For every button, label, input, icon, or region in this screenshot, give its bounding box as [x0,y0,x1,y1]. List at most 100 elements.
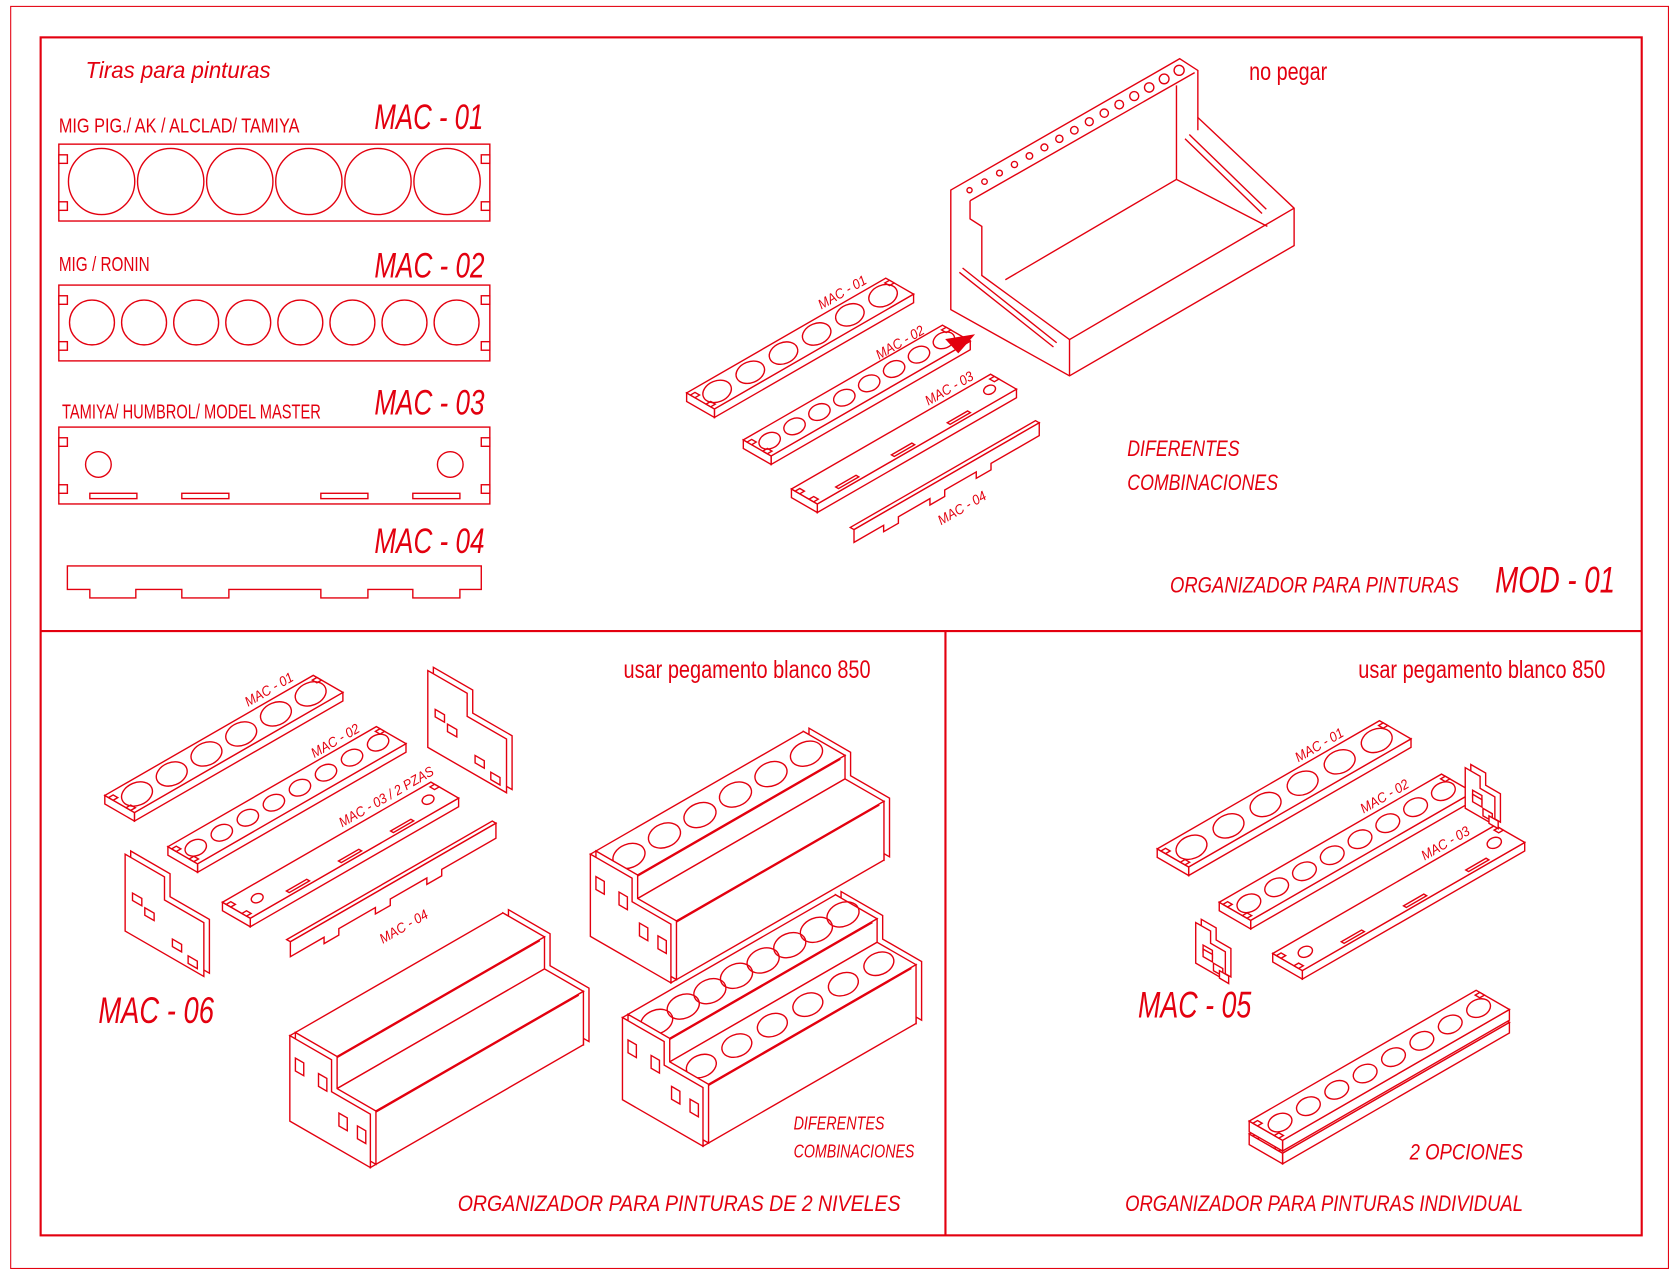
tab-notch [374,727,386,735]
paint-hole [172,299,220,346]
panel-slot [131,891,143,908]
paint-hole [1437,1014,1463,1035]
plate-face [853,421,1040,544]
tray-hole [1010,160,1019,169]
paint-hole [746,947,780,974]
slot [1464,857,1491,873]
paint-hole [340,748,364,767]
paint-hole [421,794,435,806]
tray-side-edge [969,200,1295,341]
panel-slot [1488,814,1499,830]
paint-hole [758,431,782,450]
paint-hole [288,778,312,797]
panel-slot [171,937,183,954]
paint-hole [1286,770,1319,797]
tab-notch [1272,1132,1285,1139]
individual-strip-mac01 [1155,719,1413,877]
two-level-combinations-line1: DIFERENTES [794,1114,885,1134]
rack-panel-slot [638,921,649,942]
strip-top-face [1271,824,1527,972]
rack-panel-slot [338,1111,348,1132]
rack-shelf-edge [326,940,541,1065]
two-options-label: 2 OPCIONES [1409,1140,1523,1165]
paint-hole [329,299,376,346]
paint-hole [982,384,997,396]
plate-face [289,822,497,958]
tab-notch [480,340,491,351]
panel-slot [1202,947,1214,964]
tab-notch [793,487,806,495]
rack-shelf-edge [665,804,880,929]
paint-hole [783,417,806,436]
rack-panel-slot [650,1054,661,1075]
mod01-combinations-line2: COMBINACIONES [1127,470,1278,495]
slot [89,492,138,500]
tab-notch [480,154,491,165]
tray-hole [981,178,988,186]
strip-top-face [1155,719,1413,868]
paint-hole [768,341,799,365]
paint-hole [210,823,234,842]
paint-hole [1264,877,1290,898]
mod01-plate-mac04 [848,419,1041,544]
tab-notch [480,295,491,305]
mod01-strip-mac02 [741,324,972,466]
paint-hole [436,450,464,478]
paint-hole [799,916,834,944]
tab-notch [1241,912,1254,920]
paint-hole [647,822,682,849]
paint-hole [1375,813,1401,834]
slot [945,410,972,426]
paint-hole [1409,1030,1435,1051]
tray-hole [1114,99,1125,110]
mod01-combinations-line1: DIFERENTES [1127,436,1239,461]
tab-notch [988,375,1001,383]
paint-hole [250,892,264,904]
mac04-outline [66,565,482,599]
tray-hole [1025,151,1034,160]
paint-hole [868,283,898,308]
rack-left-panel [621,1016,704,1148]
rack-panel-slot [317,1072,328,1093]
strip-top-face [1247,989,1511,1142]
tab-notch [58,295,69,305]
paint-hole [666,993,700,1020]
paint-hole [413,147,481,216]
rack-panel-slot [627,1038,638,1059]
tab-notch [1159,847,1172,855]
tray-slot-right [1184,134,1267,215]
slot [320,492,369,500]
paint-hole [433,299,480,346]
mac03-brands: TAMIYA/ HUMBROL/ MODEL MASTER [62,402,321,424]
tab-notch [58,201,69,212]
paint-hole [1249,791,1282,818]
two-level-strip-mac02 [166,725,408,874]
paint-hole [366,733,390,752]
paint-hole [136,147,205,216]
paint-hole [683,801,717,829]
panel-face [124,852,205,978]
paint-hole [1347,829,1373,850]
paint-hole [693,977,727,1005]
strip-top-face [741,324,972,457]
tray-hole [1040,143,1049,152]
drawing-artwork [58,57,1527,1169]
paint-hole [1403,797,1429,818]
tray-hole [1129,90,1140,102]
strip-top-face [166,725,408,865]
paint-hole [792,992,824,1018]
tray-back-edge [969,72,1195,202]
tab-notch [480,201,491,212]
flat-strip-mac01-outline [58,143,491,222]
paint-hole [702,379,733,404]
paint-hole [294,681,327,707]
slot [181,492,230,500]
panel-face [427,669,508,794]
tab-notch [170,845,183,853]
rack-panel-slot [618,890,629,911]
paint-hole [719,962,754,990]
two-level-plate-mac04 [285,820,498,958]
slot [890,442,917,458]
paint-hole [1297,945,1314,959]
tab-notch [480,437,491,448]
